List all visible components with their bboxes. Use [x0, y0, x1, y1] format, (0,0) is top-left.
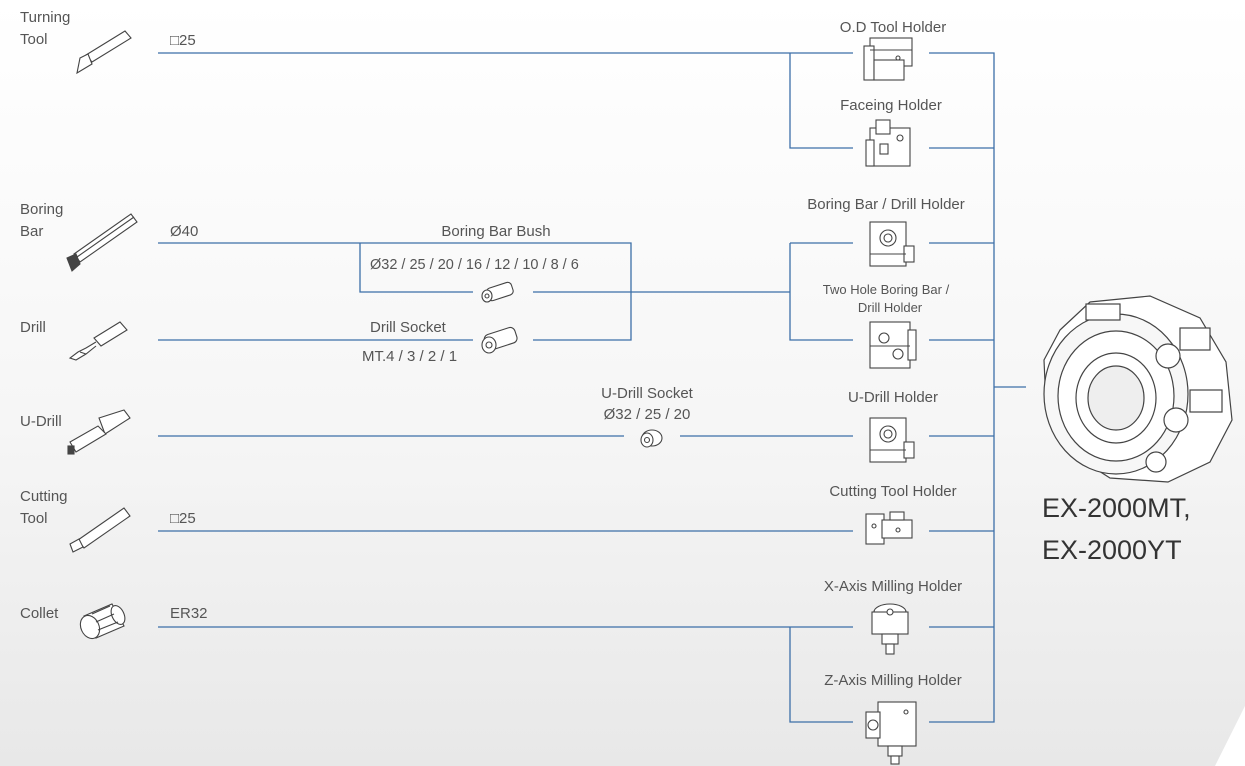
- z-axis-milling-holder-icon: [865, 701, 917, 765]
- collet-icon: [79, 603, 126, 640]
- boring-drill-holder-label: Boring Bar / Drill Holder: [807, 196, 965, 213]
- boring-size-label: Ø40: [170, 223, 199, 240]
- cutting-tool-label-line2: Tool: [20, 509, 48, 527]
- connector-lines: [158, 52, 1026, 723]
- u-drill-socket-sizes: Ø32 / 25 / 20: [603, 406, 691, 423]
- u-drill-label: U-Drill: [20, 413, 62, 430]
- drill-socket-title: Drill Socket: [370, 319, 446, 336]
- x-axis-milling-holder-label: X-Axis Milling Holder: [823, 578, 963, 595]
- cutting-tool-holder-icon: [865, 511, 913, 545]
- boring-bar-icon: [66, 213, 138, 272]
- turning-tool-label-line1: Turning: [20, 9, 71, 26]
- u-drill-holder-label: U-Drill Holder: [847, 389, 939, 406]
- product-name: EX-2000MT, EX-2000YT: [1042, 488, 1191, 572]
- boring-bar-bush-sizes: Ø32 / 25 / 20 / 16 / 12 / 10 / 8 / 6: [370, 257, 579, 273]
- turning-size-label: □25: [170, 32, 196, 49]
- cutting-tool-icon: [69, 507, 131, 553]
- two-hole-holder-icon: [869, 321, 917, 369]
- od-tool-holder-icon: [863, 37, 913, 81]
- collet-label: Collet: [20, 605, 59, 622]
- product-name-line1: EX-2000MT,: [1042, 493, 1191, 523]
- two-hole-holder-label-line1: Two Hole Boring Bar /: [822, 282, 950, 297]
- boring-bar-label-line2: Bar: [20, 222, 44, 240]
- facing-holder-label: Faceing Holder: [840, 97, 942, 114]
- cutting-size-label: □25: [170, 510, 196, 527]
- collet-size-label: ER32: [170, 605, 208, 622]
- x-axis-milling-holder-icon: [871, 603, 909, 655]
- boring-bar-bush-icon: [481, 281, 514, 303]
- drill-icon: [68, 321, 128, 361]
- u-drill-socket-title: U-Drill Socket: [601, 385, 693, 402]
- drill-label: Drill: [20, 319, 46, 336]
- two-hole-holder-label-line2: Drill Holder: [857, 300, 923, 315]
- u-drill-socket-icon: [640, 429, 663, 448]
- cutting-tool-holder-label: Cutting Tool Holder: [829, 483, 957, 500]
- turret-icon: [1043, 295, 1233, 483]
- od-tool-holder-label: O.D Tool Holder: [839, 19, 947, 36]
- turning-tool-icon: [76, 30, 132, 75]
- product-name-line2: EX-2000YT: [1042, 534, 1182, 565]
- boring-bar-label-line1: Boring: [20, 201, 64, 218]
- drill-socket-icon: [481, 326, 518, 354]
- boring-drill-holder-icon: [869, 221, 915, 267]
- boring-bar-bush-title: Boring Bar Bush: [441, 223, 551, 240]
- z-axis-milling-holder-label: Z-Axis Milling Holder: [824, 672, 962, 689]
- facing-holder-icon: [865, 119, 911, 167]
- u-drill-icon: [67, 409, 131, 455]
- drill-socket-sizes: MT.4 / 3 / 2 / 1: [362, 348, 458, 365]
- u-drill-holder-icon: [869, 417, 915, 463]
- cutting-tool-label-line1: Cutting: [20, 488, 68, 505]
- corner-fold: [1215, 706, 1245, 766]
- turning-tool-label-line2: Tool: [20, 30, 48, 48]
